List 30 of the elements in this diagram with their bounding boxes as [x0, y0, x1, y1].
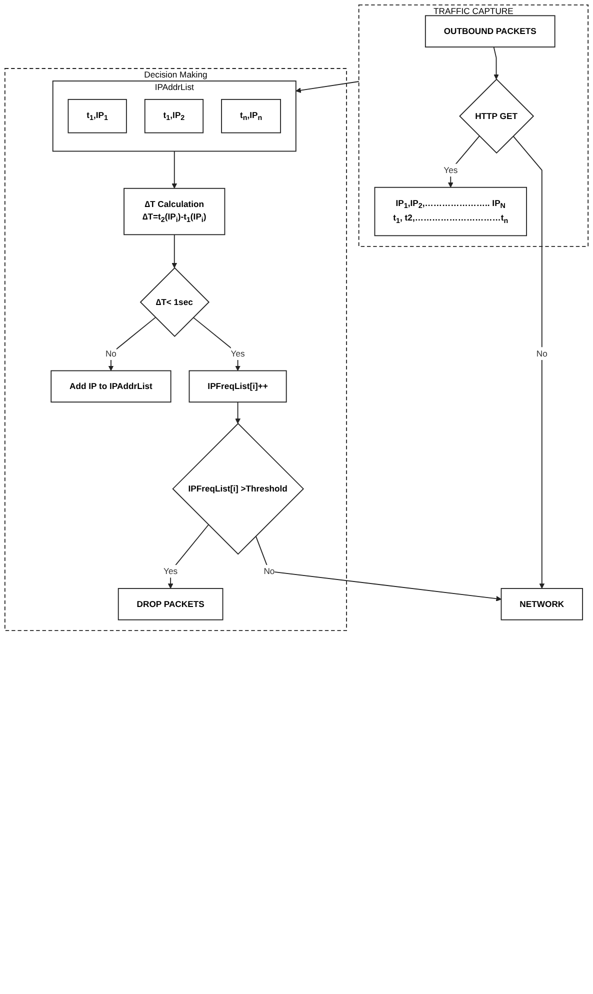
edge-label: Yes	[164, 566, 178, 576]
edge-label: Yes	[230, 348, 245, 358]
arrow	[168, 524, 209, 589]
arrow	[493, 46, 499, 80]
node-box: OUTBOUND PACKETS	[424, 15, 556, 48]
edge-label: No	[105, 348, 116, 358]
node-box: IPFreqList[i]++	[188, 370, 287, 403]
node-diamond: HTTP GET	[459, 78, 534, 154]
arrow	[108, 316, 156, 371]
edge-label: Yes	[444, 164, 458, 175]
node-box: DROP PACKETS	[118, 588, 224, 620]
edge-label: No	[264, 566, 275, 576]
node-box: NETWORK	[500, 588, 583, 620]
arrow	[172, 234, 178, 268]
arrow	[172, 150, 178, 189]
node-diamond: ∆T< 1sec	[140, 267, 210, 337]
node-box: t$_{1}$,IP$_{1}$	[68, 98, 127, 134]
edge-label: No	[536, 348, 548, 358]
arrow	[192, 316, 240, 371]
arrow	[235, 402, 240, 424]
arrow	[255, 536, 502, 602]
node-diamond: IPFreqList[i] >Threshold	[172, 422, 304, 555]
arrow	[296, 81, 360, 93]
arrow	[512, 136, 545, 589]
arrow	[448, 136, 480, 188]
node-box: IP$_{1}$,IP$_{2}$,………………….. IP$_{N}$ t$_{1}$, t2,…………………………t$_{n}$	[374, 186, 527, 236]
node-box: Add IP to IPAddrList	[50, 370, 172, 403]
node-box: t$_{1}$,IP$_{2}$	[144, 98, 204, 134]
node-box: t$_{n}$,IP$_{n}$	[221, 98, 281, 134]
node-box: ∆T Calculation ∆T=t$_{2}$(IP$_{i}$)-t$_{1}$(IP$_{i}$)	[124, 188, 226, 236]
